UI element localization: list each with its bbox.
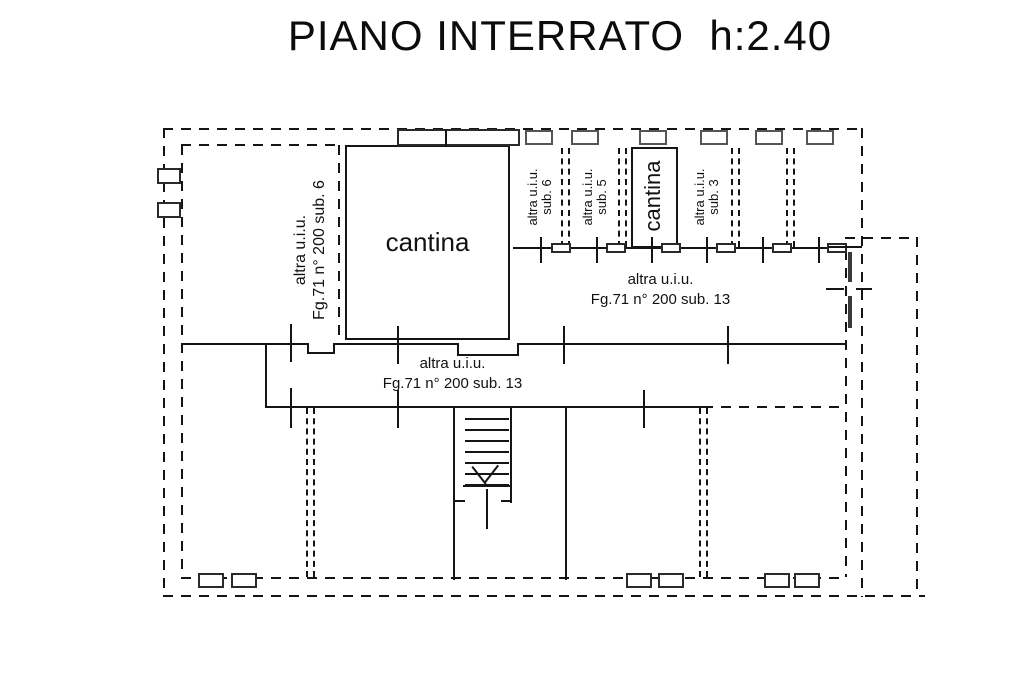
stairwell-left-wall bbox=[453, 408, 455, 580]
door-tick bbox=[727, 326, 729, 364]
window-symbol bbox=[198, 573, 224, 588]
corridor-lower-line2: Fg.71 n° 200 sub. 13 bbox=[382, 375, 523, 392]
corridor-bottom-wall-dashed bbox=[703, 406, 845, 408]
right-door-lintel bbox=[826, 288, 844, 290]
inner-boundary-right bbox=[845, 250, 847, 577]
window-symbol bbox=[157, 168, 181, 184]
cell-sub3-label: altra u.i.u. sub. 3 bbox=[692, 145, 721, 249]
left-unit-label-line2: Fg.71 n° 200 sub. 6 bbox=[311, 180, 328, 320]
cell-sub6-line1: altra u.i.u. bbox=[525, 168, 540, 226]
stair-wall-jog bbox=[501, 500, 512, 502]
window-symbol bbox=[397, 129, 520, 146]
window-symbol bbox=[525, 130, 553, 145]
cantina-room: cantina bbox=[345, 145, 510, 340]
left-unit-label-line1: altra u.i.u. bbox=[292, 214, 309, 286]
extension-top bbox=[845, 237, 918, 239]
door-tick bbox=[643, 390, 645, 428]
door-threshold bbox=[551, 243, 571, 253]
corridor-lower-line1: altra u.i.u. bbox=[419, 355, 486, 372]
bottom-room-divider bbox=[699, 408, 708, 577]
boundary-bottom bbox=[163, 595, 925, 597]
door-tick bbox=[397, 390, 399, 428]
middle-wall-jog bbox=[457, 343, 519, 356]
stair-treads bbox=[465, 409, 509, 487]
bottom-room-divider bbox=[306, 408, 315, 577]
window-symbol bbox=[658, 573, 684, 588]
cell-sub5-line2: sub. 5 bbox=[594, 179, 609, 215]
left-unit-right-wall bbox=[338, 145, 340, 343]
window-symbol bbox=[755, 130, 783, 145]
window-symbol bbox=[157, 202, 181, 218]
door-tick bbox=[486, 489, 488, 529]
cell-sub3-line2: sub. 3 bbox=[706, 179, 721, 215]
cell-sub3-line1: altra u.i.u. bbox=[692, 168, 707, 226]
door-tick bbox=[706, 237, 708, 263]
cantina-cell-label: cantina bbox=[640, 160, 665, 232]
stair-flight-wall bbox=[510, 408, 512, 503]
door-threshold bbox=[661, 243, 681, 253]
door-threshold bbox=[716, 243, 736, 253]
stair-base-line bbox=[463, 485, 512, 487]
cell-sub5-line1: altra u.i.u. bbox=[580, 168, 595, 226]
boundary-left bbox=[163, 128, 165, 597]
right-wall-segment bbox=[848, 296, 852, 328]
inner-boundary-left bbox=[181, 145, 183, 577]
right-wall-segment bbox=[848, 252, 852, 282]
cell-sub6-line2: sub. 6 bbox=[539, 179, 554, 215]
door-tick bbox=[290, 388, 292, 428]
window-symbol bbox=[231, 573, 257, 588]
corridor-upper-line2: Fg.71 n° 200 sub. 13 bbox=[590, 291, 731, 308]
corridor-bottom-wall bbox=[265, 406, 703, 408]
door-tick bbox=[290, 324, 292, 362]
right-door-lintel bbox=[856, 288, 872, 290]
door-tick bbox=[397, 326, 399, 364]
window-symbol bbox=[700, 130, 728, 145]
cell-divider-3 bbox=[731, 148, 740, 247]
window-symbol bbox=[764, 573, 790, 588]
corridor-left-wall bbox=[265, 343, 267, 408]
page-title: PIANO INTERRATO h:2.40 bbox=[287, 12, 833, 59]
door-threshold bbox=[827, 243, 847, 253]
window-symbol bbox=[639, 130, 667, 145]
door-tick bbox=[540, 237, 542, 263]
boundary-right bbox=[861, 128, 863, 597]
cell-sub6-label: altra u.i.u. sub. 6 bbox=[525, 145, 554, 249]
door-tick bbox=[818, 237, 820, 263]
window-divider bbox=[445, 129, 447, 146]
cell-sub5-label: altra u.i.u. sub. 5 bbox=[580, 145, 609, 249]
window-symbol bbox=[571, 130, 599, 145]
stairwell-right-wall bbox=[565, 408, 567, 580]
window-symbol bbox=[794, 573, 820, 588]
corridor-upper-line1: altra u.i.u. bbox=[627, 271, 694, 288]
window-symbol bbox=[626, 573, 652, 588]
corridor-lower-label: altra u.i.u. Fg.71 n° 200 sub. 13 bbox=[350, 354, 555, 394]
left-unit-label: altra u.i.u. Fg.71 n° 200 sub. 6 bbox=[291, 155, 329, 345]
inner-boundary-top bbox=[181, 144, 338, 146]
door-tick bbox=[651, 237, 653, 263]
door-tick bbox=[596, 237, 598, 263]
extension-right bbox=[916, 237, 918, 595]
door-tick bbox=[563, 326, 565, 364]
stair-wall-jog bbox=[453, 500, 465, 502]
cantina-room-label: cantina bbox=[385, 227, 470, 257]
cell-divider-4 bbox=[786, 148, 795, 247]
inner-boundary-bottom bbox=[181, 577, 845, 579]
door-tick bbox=[762, 237, 764, 263]
corridor-upper-label: altra u.i.u. Fg.71 n° 200 sub. 13 bbox=[558, 270, 763, 310]
right-wall-segment bbox=[828, 246, 862, 248]
cell-divider-1 bbox=[561, 148, 570, 247]
cell-divider-2 bbox=[618, 148, 627, 247]
door-threshold bbox=[606, 243, 626, 253]
middle-wall-jog-small bbox=[307, 343, 335, 354]
door-threshold bbox=[772, 243, 792, 253]
window-symbol bbox=[806, 130, 834, 145]
